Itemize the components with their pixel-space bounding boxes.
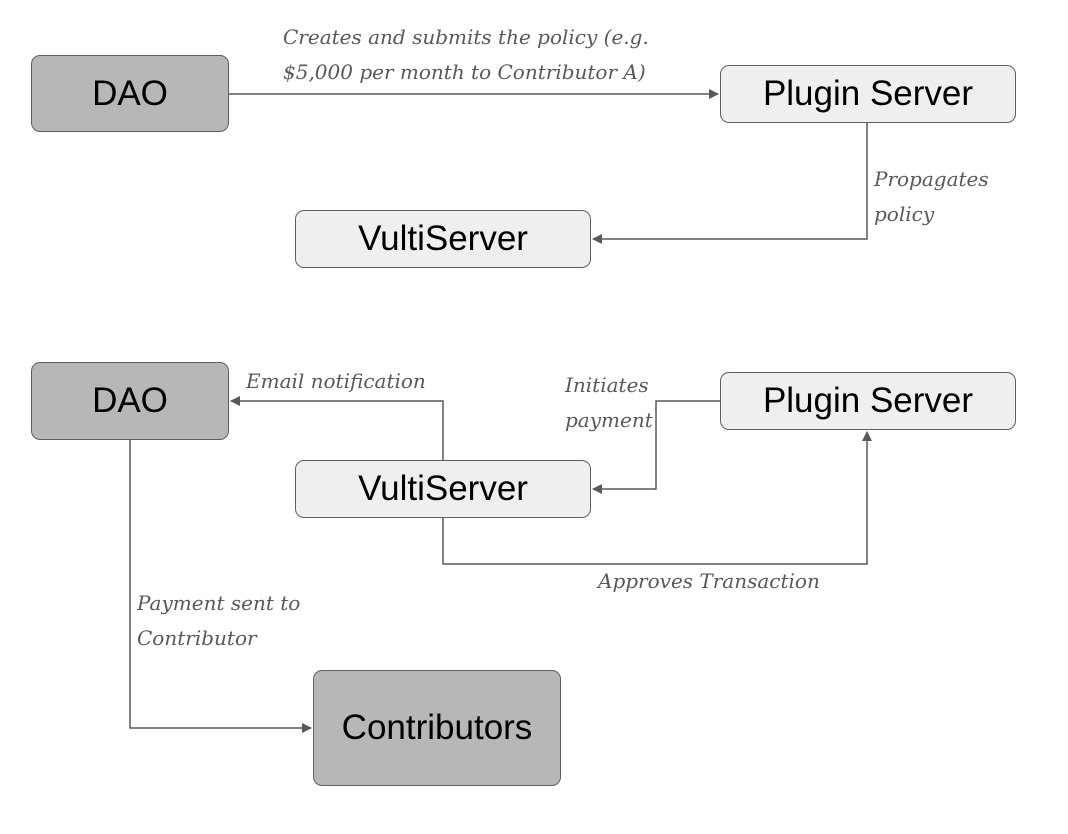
edge-label-line: Payment sent to bbox=[137, 591, 301, 615]
edge-label-line: payment bbox=[565, 408, 653, 432]
vultiserver-box-bottom: VultiServer bbox=[295, 460, 591, 518]
plugin-server-label: Plugin Server bbox=[762, 381, 974, 420]
vultiserver-box-top: VultiServer bbox=[295, 210, 591, 268]
edge-label-line: Creates and submits the policy (e.g. bbox=[283, 25, 649, 49]
vultiserver-label: VultiServer bbox=[358, 219, 528, 258]
edge-label-line: Email notification bbox=[246, 369, 426, 393]
contributors-box: Contributors bbox=[313, 670, 561, 786]
edge-label-line: Initiates bbox=[565, 373, 649, 397]
edge-label-line: Contributor bbox=[137, 626, 257, 650]
dao-label: DAO bbox=[92, 73, 168, 113]
dao-box-bottom: DAO bbox=[31, 362, 229, 440]
plugin-server-label: Plugin Server bbox=[762, 74, 974, 113]
arrow-dao-to-contributors bbox=[129, 440, 312, 733]
edge-label-line: Approves Transaction bbox=[598, 569, 820, 593]
edge-label-approves-transaction: Approves Transaction bbox=[598, 564, 820, 599]
edge-label-propagate-policy: Propagates policy bbox=[874, 162, 989, 232]
plugin-server-box-top: Plugin Server bbox=[720, 65, 1016, 123]
dao-box-top: DAO bbox=[31, 55, 229, 132]
plugin-server-box-bottom: Plugin Server bbox=[720, 372, 1016, 430]
contributors-label: Contributors bbox=[341, 708, 533, 747]
edge-label-line: policy bbox=[874, 202, 935, 226]
edge-label-email-notification: Email notification bbox=[246, 364, 426, 399]
edge-label-initiates-payment: Initiates payment bbox=[565, 368, 653, 438]
vultiserver-label: VultiServer bbox=[358, 469, 528, 508]
arrow-vultiserver-to-plugin-server-approves bbox=[442, 431, 872, 565]
edge-label-submit-policy: Creates and submits the policy (e.g. $5,… bbox=[283, 20, 649, 90]
arrow-vultiserver-to-dao-email bbox=[230, 396, 444, 460]
dao-label: DAO bbox=[92, 381, 168, 420]
arrow-plugin-server-to-vultiserver bbox=[592, 123, 868, 244]
edge-label-line: $5,000 per month to Contributor A) bbox=[283, 60, 646, 84]
edge-label-line: Propagates bbox=[874, 167, 989, 191]
edge-label-payment-sent: Payment sent to Contributor bbox=[137, 586, 300, 656]
arrow-plugin-server-to-vultiserver-initiates bbox=[592, 400, 720, 494]
